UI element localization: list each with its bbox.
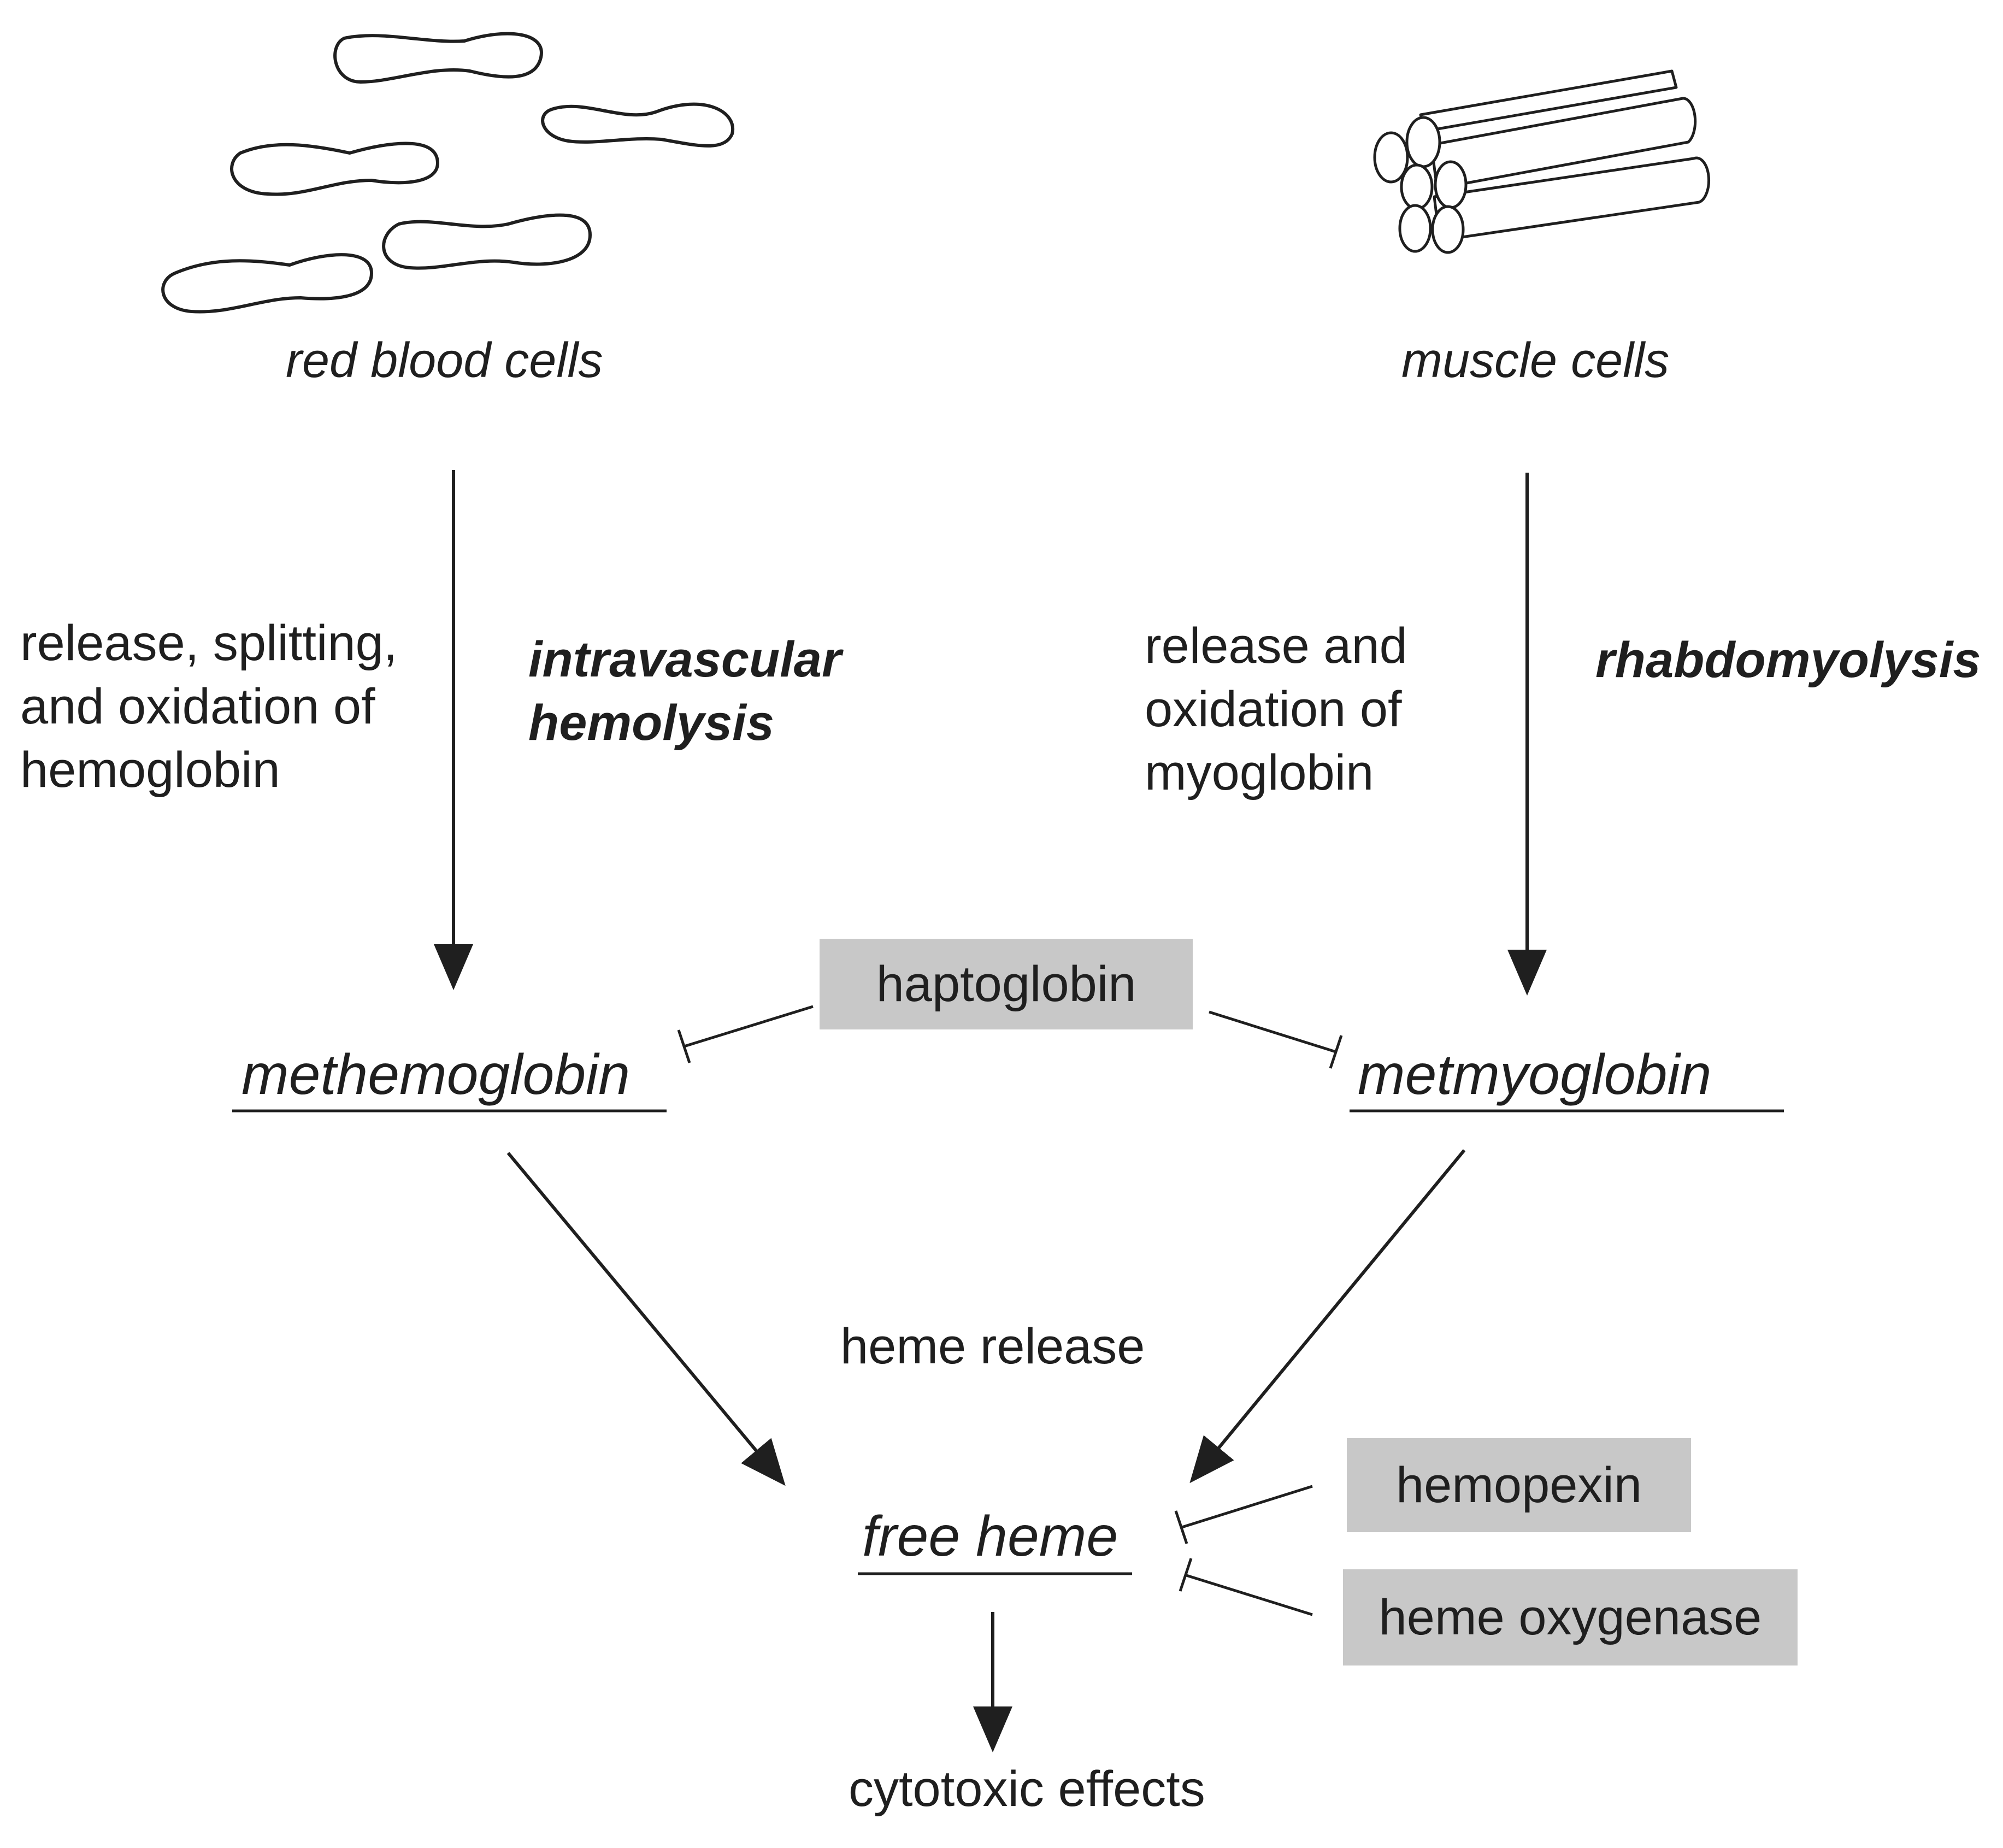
left-process-description: release, splitting, and oxidation of hem… <box>20 615 398 798</box>
muscle-cells-label: muscle cells <box>1401 333 1670 388</box>
rhabdomyolysis-label: rhabdomyolysis <box>1595 632 1981 688</box>
hemopexin-box: hemopexin <box>1347 1438 1691 1532</box>
arrow-methemoglobin-to-free-heme <box>506 1152 786 1486</box>
free-heme-label: free heme <box>862 1505 1118 1568</box>
red-blood-cells-label: red blood cells <box>286 333 603 388</box>
right-process-description: release and oxidation of myoglobin <box>1145 618 1407 801</box>
heme-release-label: heme release <box>840 1319 1145 1374</box>
muscle-fibers-icon <box>1373 69 1711 254</box>
underlines <box>232 1109 1784 1575</box>
methemoglobin-label: methemoglobin <box>241 1043 631 1107</box>
red-blood-cells-icon <box>161 32 735 314</box>
haptoglobin-inhibition-lines <box>677 1005 1343 1069</box>
free-heme-inhibition-lines <box>1174 1485 1313 1616</box>
metmyoglobin-label: metmyoglobin <box>1358 1043 1712 1107</box>
heme-oxygenase-label: heme oxygenase <box>1378 1589 1762 1645</box>
intravascular-hemolysis-label: intravascular hemolysis <box>528 632 841 751</box>
haptoglobin-label: haptoglobin <box>876 956 1136 1012</box>
arrow-metmyoglobin-to-free-heme <box>1189 1149 1466 1484</box>
cytotoxic-effects-label: cytotoxic effects <box>849 1761 1205 1817</box>
hemopexin-label: hemopexin <box>1395 1457 1642 1513</box>
haptoglobin-box: haptoglobin <box>820 939 1193 1029</box>
heme-oxygenase-box: heme oxygenase <box>1343 1569 1798 1665</box>
